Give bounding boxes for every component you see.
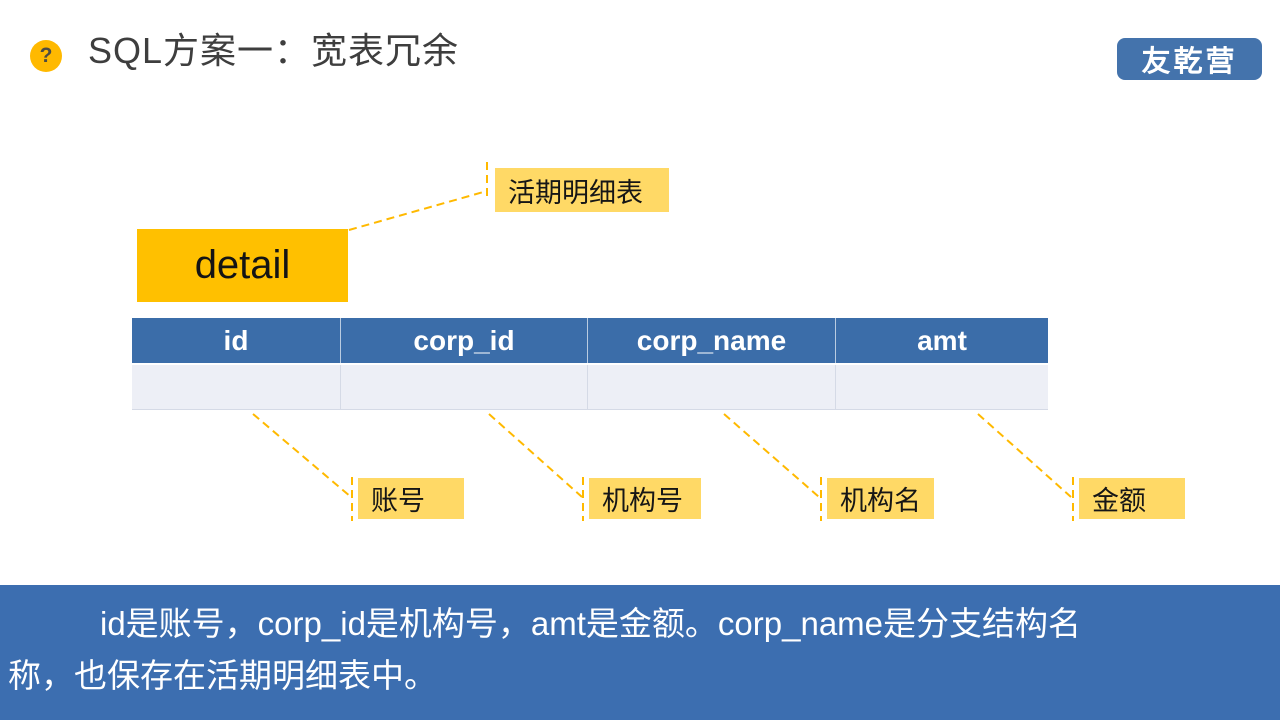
question-mark-glyph: ? [39, 44, 53, 67]
connector-col-id [252, 413, 352, 498]
connector-col-amt [977, 413, 1072, 498]
empty-cell-id [132, 365, 340, 409]
column-callout-corp-id: 机构号 [589, 478, 701, 519]
column-header-amt: amt [835, 318, 1048, 363]
column-callout-id: 账号 [358, 478, 464, 519]
connector-col-corp-name [723, 413, 820, 498]
table-name-label: detail [194, 243, 291, 287]
column-callout-amt: 金额 [1079, 478, 1185, 519]
footer-banner: id是账号，corp_id是机构号，amt是金额。corp_name是分支结构名… [0, 585, 1280, 720]
column-callout-corp-name: 机构名 [827, 478, 934, 519]
page-title: SQL方案一：宽表冗余 [88, 30, 460, 71]
footer-note: id是账号，corp_id是机构号，amt是金额。corp_name是分支结构名… [8, 605, 1082, 694]
connector-col-corp-id [488, 413, 583, 498]
empty-cell-corp-name [587, 365, 835, 409]
brand-badge: 友乾营 [1117, 38, 1262, 80]
erd-table-header-row: id corp_id corp_name amt [132, 318, 1048, 363]
question-mark-icon: ? [30, 40, 62, 72]
erd-table: id corp_id corp_name amt [132, 318, 1048, 410]
empty-cell-amt [835, 365, 1048, 409]
erd-table-empty-row [132, 363, 1048, 410]
column-header-corp-name: corp_name [587, 318, 835, 363]
table-name-box: detail [137, 229, 348, 302]
empty-cell-corp-id [340, 365, 587, 409]
column-header-id: id [223, 324, 249, 356]
column-header-corp-id: corp_id [340, 318, 587, 363]
connector-table-name [348, 190, 488, 231]
table-name-callout: 活期明细表 [495, 168, 669, 212]
